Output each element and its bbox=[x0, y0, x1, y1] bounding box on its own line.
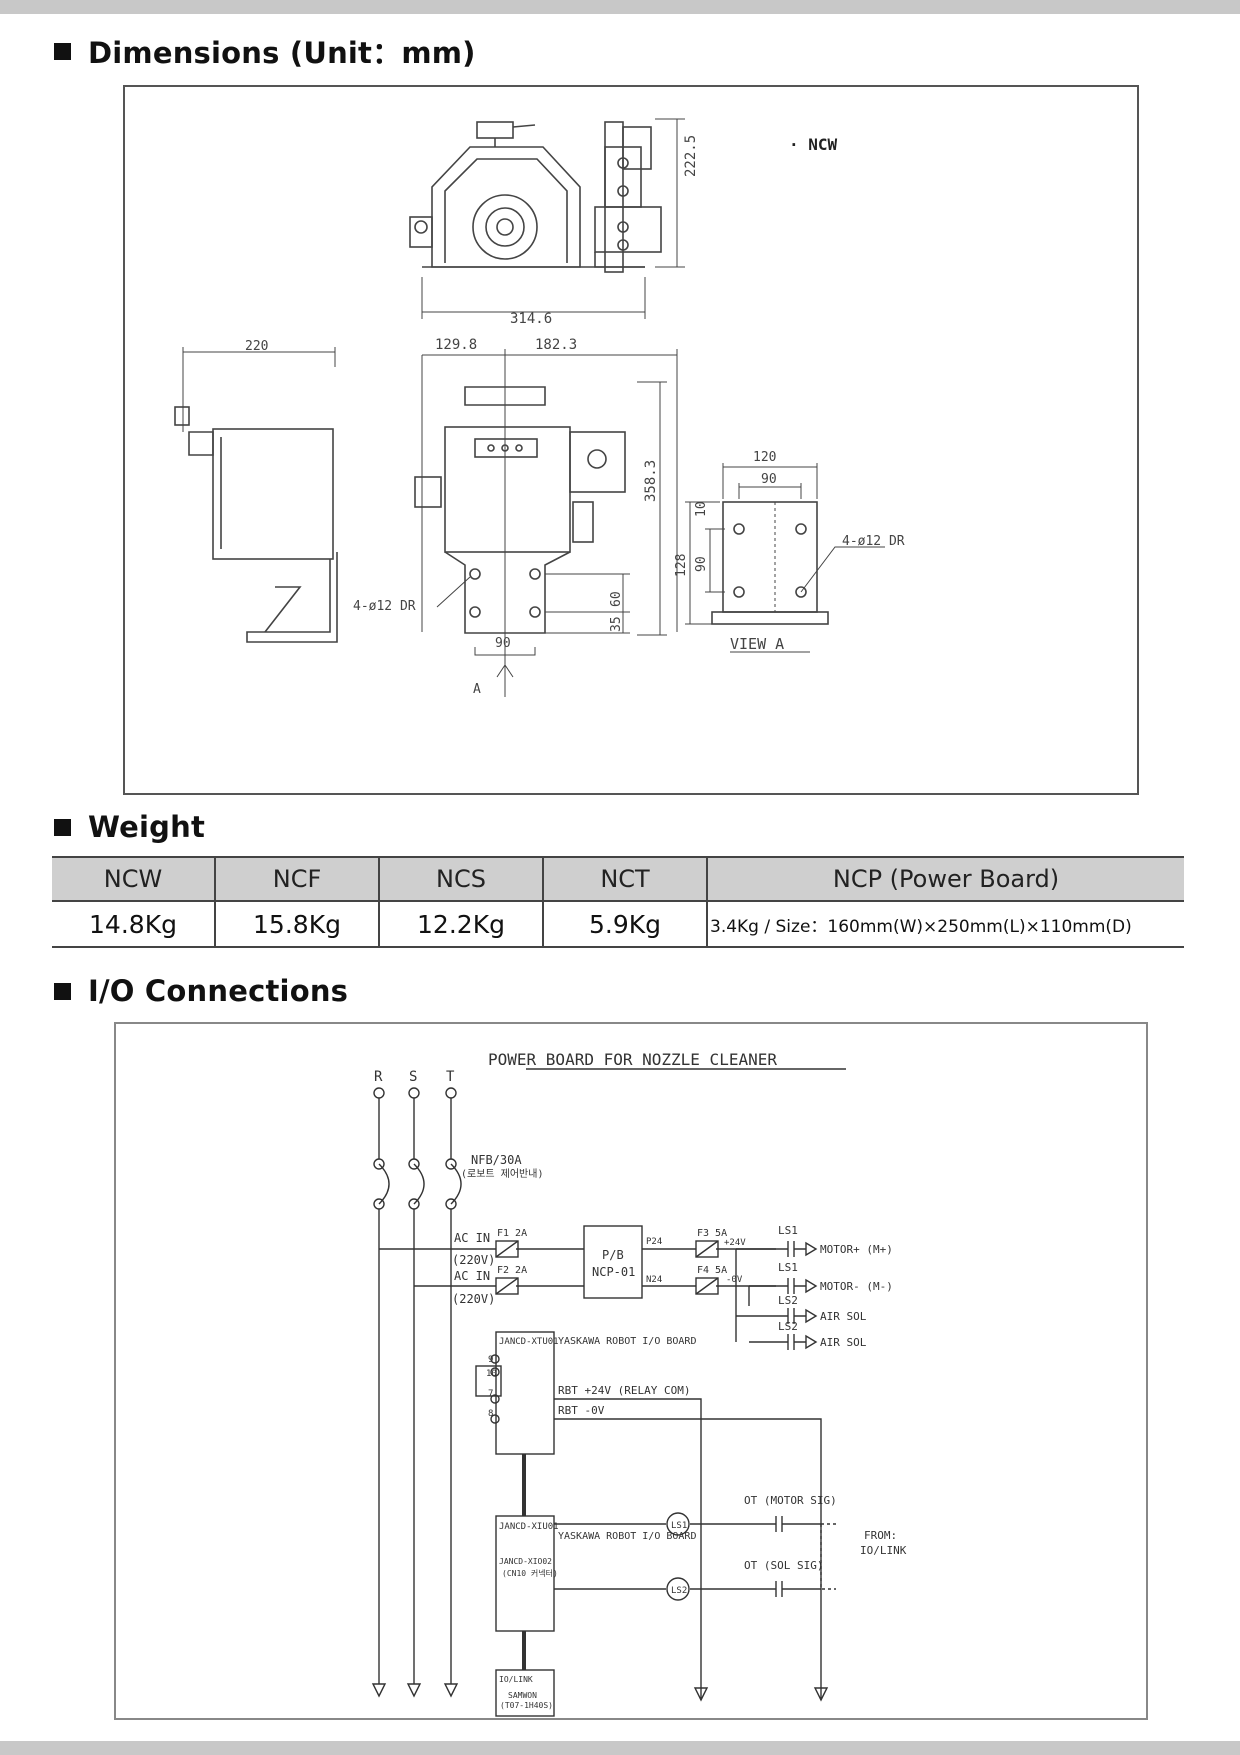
dim-222-5: 222.5 bbox=[683, 135, 699, 177]
phase-r: R bbox=[374, 1069, 383, 1085]
dim-314-6: 314.6 bbox=[510, 311, 552, 327]
weight-title: Weight bbox=[88, 810, 206, 844]
fuse-f2: F2 2A bbox=[497, 1265, 527, 1276]
header-nct: NCT bbox=[542, 856, 707, 902]
pin-9: 9 bbox=[488, 1355, 493, 1365]
ls2-a: LS2 bbox=[778, 1294, 798, 1307]
view-a-label: VIEW A bbox=[730, 635, 784, 653]
ls1-b: LS1 bbox=[778, 1261, 798, 1274]
top-stripe bbox=[0, 0, 1240, 14]
ac-in-1: AC IN bbox=[454, 1231, 490, 1245]
weight-ncw: 14.8Kg bbox=[52, 901, 215, 948]
fuse-f3: F3 5A bbox=[697, 1228, 727, 1239]
janco-xiu: JANCD-XIU01 bbox=[499, 1522, 559, 1532]
t07-label: (T07-1H40S) bbox=[500, 1701, 553, 1710]
dim-90-side: 90 bbox=[694, 556, 709, 572]
header-ncp: NCP (Power Board) bbox=[706, 856, 1184, 902]
view-a-arrow-label: A bbox=[473, 682, 481, 697]
n24-label: N24 bbox=[646, 1275, 662, 1285]
weight-table-row: 14.8Kg 15.8Kg 12.2Kg 5.9Kg 3.4Kg / Size：… bbox=[52, 901, 1184, 948]
v220-2: (220V) bbox=[452, 1292, 495, 1306]
schematic-title: POWER BOARD FOR NOZZLE CLEANER bbox=[488, 1050, 777, 1069]
pin-10: 10 bbox=[486, 1369, 497, 1379]
io-title: I/O Connections bbox=[88, 974, 349, 1008]
weight-ncs: 12.2Kg bbox=[378, 901, 543, 948]
ot-motor-sig: OT (MOTOR SIG) bbox=[744, 1494, 837, 1507]
header-ncs: NCS bbox=[378, 856, 543, 902]
ls1-a: LS1 bbox=[778, 1224, 798, 1237]
hole-callout-left: 4-ø12 DR bbox=[353, 599, 416, 614]
ncp01-label: NCP-01 bbox=[592, 1265, 635, 1279]
motor-plus: MOTOR+ (M+) bbox=[820, 1243, 893, 1256]
yaskawa-board-1: YASKAWA ROBOT I/O BOARD bbox=[558, 1336, 696, 1347]
header-ncw: NCW bbox=[52, 856, 215, 902]
dimension-drawing-frame: · NCW 222.5 314.6 220 129.8 182.3 358.3 … bbox=[123, 85, 1139, 795]
dim-220: 220 bbox=[245, 339, 268, 354]
bullet-square-icon bbox=[54, 982, 71, 1000]
ot-sol-sig: OT (SOL SIG) bbox=[744, 1559, 823, 1572]
phase-s: S bbox=[409, 1069, 417, 1085]
v220-1: (220V) bbox=[452, 1253, 495, 1267]
power-board-schematic: POWER BOARD FOR NOZZLE CLEANER R S T NFB… bbox=[371, 1050, 907, 1717]
weight-ncf: 15.8Kg bbox=[214, 901, 379, 948]
ls1-circle-label: LS1 bbox=[671, 1521, 687, 1531]
section-heading-dimensions: Dimensions (Unit：mm) bbox=[54, 30, 476, 72]
pin-7: 7 bbox=[488, 1389, 493, 1399]
model-label: · NCW bbox=[789, 135, 838, 154]
dimension-drawing: · NCW 222.5 314.6 220 129.8 182.3 358.3 … bbox=[174, 118, 905, 697]
bullet-square-icon bbox=[54, 42, 71, 60]
pin-8: 8 bbox=[488, 1409, 493, 1419]
bullet-square-icon bbox=[54, 818, 71, 836]
pb-label: P/B bbox=[602, 1248, 624, 1262]
air-sol-1: AIR SOL bbox=[820, 1310, 867, 1323]
section-heading-io: I/O Connections bbox=[54, 974, 348, 1008]
weight-ncp: 3.4Kg / Size：160mm(W)×250mm(L)×110mm(D) bbox=[706, 901, 1184, 948]
iolink-label: IO/LINK bbox=[860, 1544, 907, 1557]
dim-10: 10 bbox=[694, 501, 709, 517]
ac-in-2: AC IN bbox=[454, 1269, 490, 1283]
yaskawa-board-2: YASKAWA ROBOT I/O BOARD bbox=[558, 1531, 696, 1542]
phase-t: T bbox=[446, 1069, 455, 1085]
bottom-stripe bbox=[0, 1741, 1240, 1755]
from-label: FROM: bbox=[864, 1529, 897, 1542]
dim-120: 120 bbox=[753, 450, 776, 465]
section-heading-weight: Weight bbox=[54, 810, 205, 844]
janco-xio: JANCD-XIO02 bbox=[499, 1557, 552, 1566]
ls2-circle-label: LS2 bbox=[671, 1586, 687, 1596]
weight-table-header: NCW NCF NCS NCT NCP (Power Board) bbox=[52, 856, 1184, 902]
fuse-f4: F4 5A bbox=[697, 1265, 727, 1276]
cn10-label: (CN10 커넥터) bbox=[502, 1568, 558, 1578]
nfb-note: (로보트 제어반내) bbox=[461, 1168, 543, 1180]
schematic-frame: POWER BOARD FOR NOZZLE CLEANER R S T NFB… bbox=[114, 1022, 1148, 1720]
janco-xtu: JANCD-XTU01 bbox=[499, 1337, 559, 1347]
header-ncf: NCF bbox=[214, 856, 379, 902]
rbt-24v: RBT +24V (RELAY COM) bbox=[558, 1384, 690, 1397]
rbt-0v: RBT -0V bbox=[558, 1404, 605, 1417]
dimensions-title: Dimensions (Unit：mm) bbox=[88, 36, 476, 70]
fuse-f1: F1 2A bbox=[497, 1228, 527, 1239]
dim-128: 128 bbox=[674, 554, 689, 577]
dim-90-bottom: 90 bbox=[495, 636, 511, 651]
dim-129-8: 129.8 bbox=[435, 337, 477, 353]
samwon-label: SAMWON bbox=[508, 1691, 537, 1700]
air-sol-2: AIR SOL bbox=[820, 1336, 867, 1349]
weight-table: NCW NCF NCS NCT NCP (Power Board) 14.8Kg… bbox=[52, 856, 1184, 948]
minus0-label: -0V bbox=[726, 1275, 743, 1285]
dim-35: 35 bbox=[609, 616, 624, 632]
dim-60: 60 bbox=[609, 591, 624, 607]
ls2-b: LS2 bbox=[778, 1320, 798, 1333]
dim-90-top: 90 bbox=[761, 472, 777, 487]
plus24-label: +24V bbox=[724, 1238, 746, 1248]
dim-182-3: 182.3 bbox=[535, 337, 577, 353]
nfb-label: NFB/30A bbox=[471, 1153, 522, 1167]
motor-minus: MOTOR- (M-) bbox=[820, 1280, 893, 1293]
hole-callout-right: 4-ø12 DR bbox=[842, 534, 905, 549]
p24-label: P24 bbox=[646, 1237, 662, 1247]
dim-358-3: 358.3 bbox=[643, 460, 659, 502]
weight-nct: 5.9Kg bbox=[542, 901, 707, 948]
io-link-box: IO/LINK bbox=[499, 1675, 533, 1684]
